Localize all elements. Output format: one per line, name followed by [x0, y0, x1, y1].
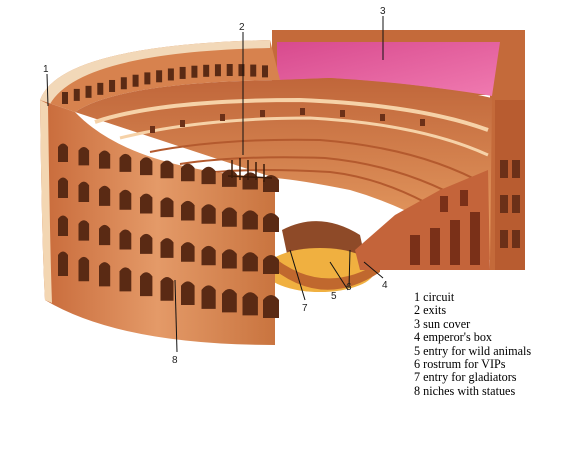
facade-arch — [78, 220, 90, 241]
facade-arch — [181, 200, 195, 221]
gallery-window — [191, 65, 198, 78]
facade-arch — [119, 267, 132, 292]
gallery-window — [109, 79, 116, 92]
facade-arch — [99, 185, 111, 206]
facade-arch — [58, 215, 68, 236]
gallery-window — [203, 64, 210, 77]
gallery-window — [167, 68, 174, 81]
facade-arch — [263, 213, 279, 232]
gallery-window — [144, 72, 151, 85]
facade-arch — [119, 153, 132, 172]
callout-7: 7 — [302, 303, 308, 314]
gallery-window — [73, 88, 80, 101]
facade-arch — [160, 160, 174, 179]
facade-arch — [242, 292, 258, 316]
gallery-window — [250, 64, 257, 77]
gallery-window — [156, 70, 163, 83]
legend-item-exits: 2 exits — [414, 303, 447, 318]
facade-arch — [160, 197, 174, 218]
legend-item-vip-rostrum: 6 rostrum for VIPs — [414, 357, 506, 372]
sun-cover — [277, 42, 500, 96]
arena — [265, 221, 380, 292]
legend-item-wild-animals-entry: 5 entry for wild animals — [414, 343, 532, 358]
gallery-window — [238, 64, 245, 77]
facade-arch — [140, 157, 153, 176]
callout-4: 4 — [382, 280, 388, 291]
facade-arch — [99, 150, 111, 169]
facade-arch — [58, 143, 68, 162]
gallery-window — [120, 77, 127, 90]
legend-item-gladiators-entry: 7 entry for gladiators — [414, 370, 517, 385]
callout-5: 5 — [331, 291, 337, 302]
callout-6: 6 — [346, 282, 352, 293]
gallery-window — [214, 64, 221, 77]
facade-arch — [119, 189, 132, 210]
legend: 1 circuit 2 exits 3 sun cover 4 emperor'… — [414, 290, 574, 398]
legend-item-sun-cover: 3 sun cover — [414, 316, 471, 331]
legend-item-niches: 8 niches with statues — [414, 383, 516, 398]
legend-item-emperors-box: 4 emperor's box — [414, 330, 493, 345]
cross-section — [355, 170, 490, 270]
gallery-window — [97, 82, 104, 95]
gallery-window — [62, 92, 68, 104]
gallery-window — [132, 74, 139, 87]
facade-arch — [201, 166, 216, 185]
facade-arch — [222, 169, 237, 187]
facade-arch — [222, 289, 237, 313]
exits — [227, 158, 273, 182]
facade-arch — [160, 276, 174, 301]
facade-arch — [58, 177, 68, 198]
gallery-window — [262, 65, 268, 78]
facade-arch — [242, 210, 258, 230]
facade-arch — [222, 249, 237, 269]
facade-arch — [263, 255, 279, 274]
facade-arch — [119, 229, 132, 250]
facade-arch — [140, 272, 153, 297]
facade-arch — [263, 175, 279, 192]
callout-lines — [46, 16, 384, 353]
facade-arch — [140, 233, 153, 254]
facade-arch — [99, 262, 111, 287]
callout-2: 2 — [239, 22, 245, 33]
facade-arch — [78, 181, 90, 202]
facade-arch — [222, 207, 237, 227]
facade-arch — [201, 245, 216, 266]
facade-arch — [99, 224, 111, 246]
facade-arch — [58, 251, 68, 276]
facade-arch — [242, 252, 258, 272]
gallery-window — [85, 85, 92, 98]
outer-facade — [40, 100, 279, 345]
facade-arch — [181, 281, 195, 305]
callout-3: 3 — [380, 6, 386, 17]
facade-arch — [201, 204, 216, 224]
facade-arch — [78, 256, 90, 282]
callout-8: 8 — [172, 355, 178, 366]
facade-arch — [181, 163, 195, 182]
callout-1: 1 — [43, 64, 49, 75]
callout-numbers: 1 2 3 4 5 6 7 8 — [43, 6, 388, 366]
facade-arch — [140, 193, 153, 214]
facade-arch — [160, 238, 174, 258]
upper-gallery — [40, 40, 280, 112]
facade-arch — [263, 295, 279, 318]
facade-arch — [181, 242, 195, 262]
legend-item-circuit: 1 circuit — [414, 290, 455, 304]
gallery-window — [179, 66, 186, 79]
facade-arch — [201, 285, 216, 309]
gallery-window — [226, 64, 233, 77]
facade-arch — [78, 146, 90, 166]
